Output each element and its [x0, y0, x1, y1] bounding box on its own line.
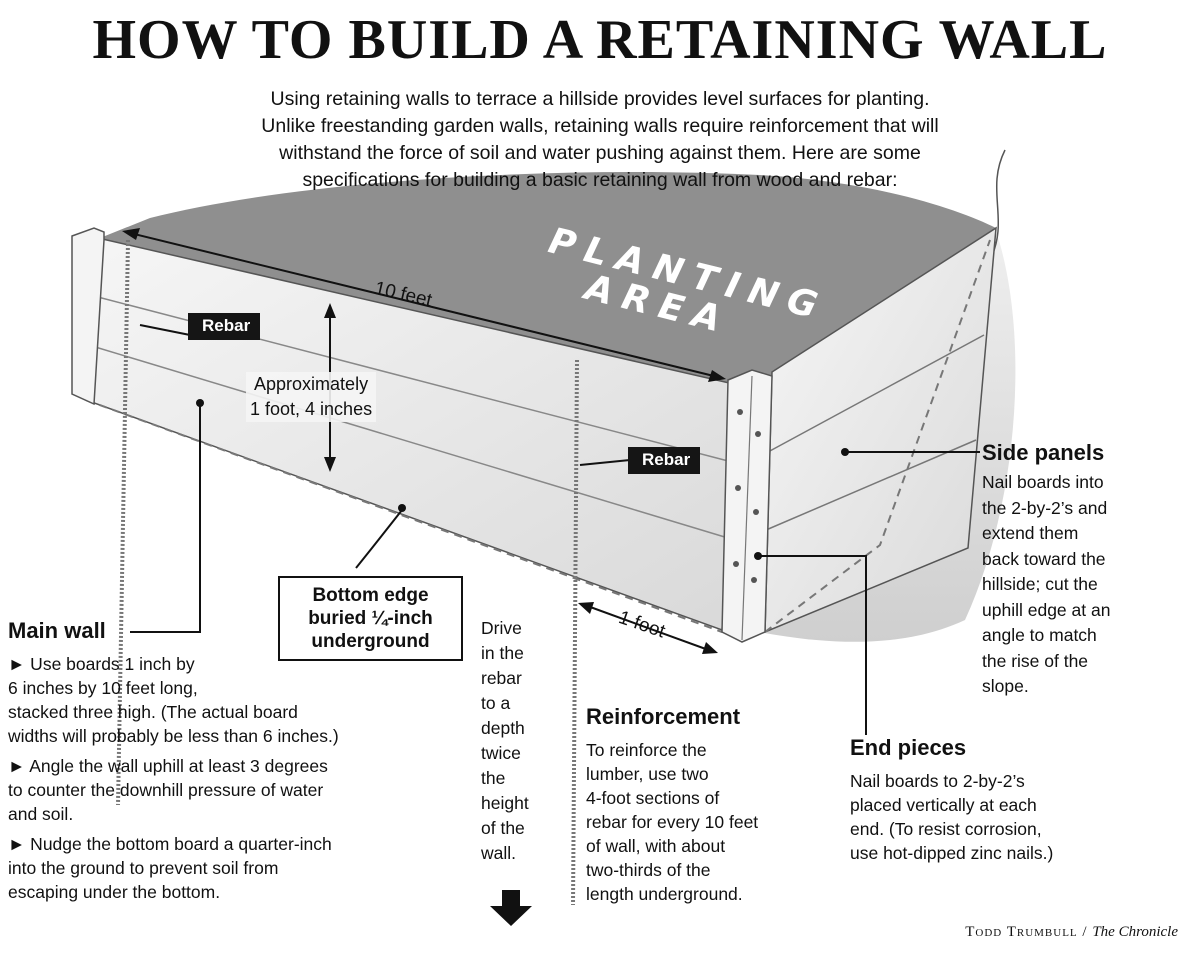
left-post — [71, 227, 105, 406]
main-board-line — [91, 345, 729, 539]
credit-line: Todd Trumbull / The Chronicle — [965, 924, 1178, 941]
nail-dot — [751, 577, 757, 583]
leader-dot — [754, 552, 762, 560]
one-foot-dimension-arrow — [581, 603, 715, 653]
bottom-edge-leader — [355, 509, 403, 569]
intro-line: withstand the force of soil and water pu… — [279, 142, 921, 164]
side-panels-text: Nail boards into the 2-by-2’s and extend… — [982, 472, 1111, 696]
credit-publication: The Chronicle — [1092, 924, 1178, 940]
main-wall-leader — [130, 404, 201, 633]
intro-paragraph: Using retaining walls to terrace a hills… — [120, 86, 1080, 194]
rebar-label-right: Rebar — [628, 447, 701, 474]
arrowhead — [702, 642, 718, 654]
main-wall-bullet: ► Angle the wall uphill at least 3 degre… — [8, 756, 328, 824]
bottom-edge-callout: Bottom edge buried ¼-inch underground — [278, 576, 463, 661]
end-pieces-leader — [758, 555, 867, 735]
arrowhead — [324, 457, 336, 472]
leader-dot — [841, 448, 849, 456]
side-buried-edge — [764, 239, 991, 633]
intro-line: Unlike freestanding garden walls, retain… — [261, 115, 939, 137]
side-panels-heading: Side panels — [982, 440, 1105, 465]
arrowhead — [122, 228, 140, 240]
side-board-line — [767, 334, 985, 453]
end-pieces-text: Nail boards to 2-by-2’s placed verticall… — [850, 771, 1054, 863]
end-pieces-heading: End pieces — [850, 735, 967, 760]
nail-dot — [737, 409, 743, 415]
credit-separator: / — [1077, 924, 1093, 940]
leader-dot — [398, 504, 406, 512]
one-foot-label: 1 foot — [616, 607, 668, 643]
height-label: Approximately 1 foot, 4 inches — [246, 372, 377, 422]
main-wall-bullet: ► Use boards 1 inch by 6 inches by 10 fe… — [8, 654, 339, 746]
main-buried-edge — [85, 399, 723, 633]
nail-dot — [755, 431, 761, 437]
drive-rebar-note: Drive in the rebar to a depth twice the … — [481, 618, 529, 863]
ten-feet-dimension-arrow — [125, 231, 723, 379]
reinforcement-section: Reinforcement To reinforce the lumber, u… — [586, 704, 816, 906]
planting-area-surface — [100, 171, 996, 385]
reinforcement-text: To reinforce the lumber, use two 4-foot … — [586, 740, 759, 904]
side-panels-section: Side panels Nail boards into the 2-by-2’… — [982, 440, 1192, 700]
page-title: HOW TO BUILD A RETAINING WALL — [92, 9, 1108, 71]
rebar-label-left: Rebar — [188, 313, 261, 340]
arrowhead — [708, 370, 726, 382]
reinforcement-heading: Reinforcement — [586, 704, 741, 729]
nail-dot — [733, 561, 739, 567]
side-board-line — [765, 439, 977, 531]
nail-dot — [753, 509, 759, 515]
main-wall-section: Main wall ► Use boards 1 inch by 6 inche… — [8, 618, 428, 904]
drive-down-arrow — [490, 890, 532, 926]
end-pieces-section: End pieces Nail boards to 2-by-2’s place… — [850, 735, 1100, 865]
nail-dot — [735, 485, 741, 491]
intro-line: Using retaining walls to terrace a hills… — [270, 88, 930, 110]
main-wall-heading: Main wall — [8, 618, 106, 643]
arrowhead — [324, 303, 336, 318]
leader-dot — [196, 399, 204, 407]
credit-author: Todd Trumbull — [965, 924, 1078, 940]
right-post-edge — [741, 375, 753, 641]
rebar-left-leader — [139, 324, 191, 336]
intro-line: specifications for building a basic reta… — [302, 169, 898, 191]
arrowhead — [578, 602, 594, 614]
main-wall-bullet: ► Nudge the bottom board a quarter-inch … — [8, 834, 332, 902]
rebar-right-leader — [579, 459, 631, 466]
rebar-right — [571, 359, 579, 906]
